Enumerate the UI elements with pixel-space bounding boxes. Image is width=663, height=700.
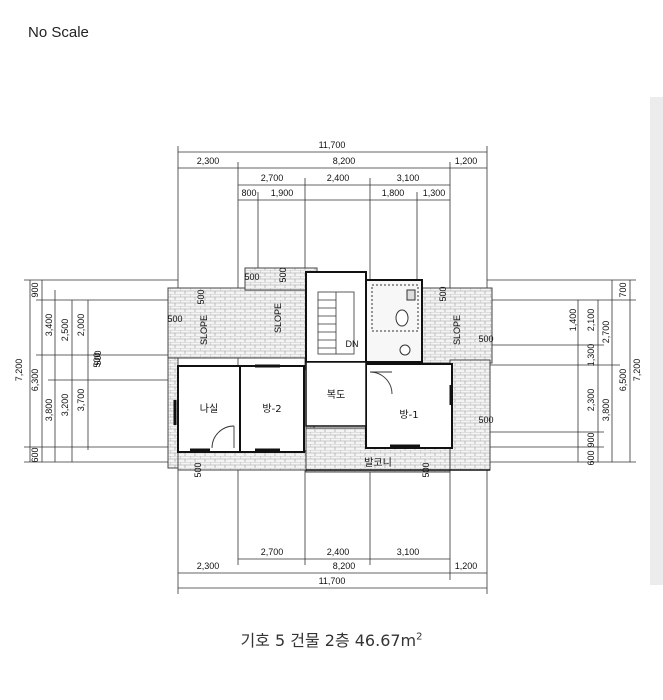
dim-bot-2400: 2,400 — [327, 547, 350, 557]
scale-note: No Scale — [28, 24, 89, 41]
floor-plan-drawing: 나실 방-2 복도 방-1 발코니 DN SLOPE SLOPE SLOPE 1… — [14, 140, 642, 594]
dim-bot-8200: 8,200 — [333, 561, 356, 571]
dim-top-3100: 3,100 — [397, 173, 420, 183]
room-label-naesil: 나실 — [200, 403, 218, 415]
dim-500-e: 500 — [438, 286, 448, 301]
room-label-bang1: 방-1 — [399, 409, 418, 421]
dim-500-i: 500 — [421, 462, 431, 477]
dim-right-1300: 1,300 — [586, 344, 596, 367]
dim-top-800: 800 — [241, 188, 256, 198]
dim-top-2300: 2,300 — [197, 156, 220, 166]
dim-right-2700: 2,700 — [601, 321, 611, 344]
dim-500-f: 500 — [478, 334, 493, 344]
stair-dn-label: DN — [346, 339, 359, 349]
slope-label-3: SLOPE — [452, 315, 462, 345]
dim-top-2400: 2,400 — [327, 173, 350, 183]
dim-500-h: 500 — [193, 462, 203, 477]
dim-500-a: 500 — [167, 314, 182, 324]
dim-left-600: 600 — [30, 447, 40, 462]
dim-left-3700: 3,700 — [76, 389, 86, 412]
slope-label-1: SLOPE — [199, 315, 209, 345]
dim-right-600: 600 — [586, 450, 596, 465]
stair — [317, 291, 355, 355]
dim-right-1400: 1,400 — [568, 309, 578, 332]
dim-500-j: 500 — [93, 350, 103, 365]
dim-top-1200: 1,200 — [455, 156, 478, 166]
dim-right-700: 700 — [618, 282, 628, 297]
dim-right-900: 900 — [586, 432, 596, 447]
caption-main: 기호 5 건물 2층 46.67m — [240, 631, 417, 650]
dim-right-7200: 7,200 — [632, 359, 642, 382]
dim-left-2500: 2,500 — [60, 319, 70, 342]
dim-left-3200: 3,200 — [60, 394, 70, 417]
dim-top-2700: 2,700 — [261, 173, 284, 183]
dim-left-900: 900 — [30, 282, 40, 297]
dim-bot-total: 11,700 — [319, 576, 346, 586]
bathroom-fixtures — [371, 284, 419, 356]
roof-slope-areas — [167, 267, 493, 473]
dim-left-6300: 6,300 — [30, 369, 40, 392]
dim-top-1800: 1,800 — [382, 188, 405, 198]
room-label-bang2: 방-2 — [262, 403, 281, 415]
walls — [177, 271, 453, 453]
caption-sup: 2 — [416, 631, 423, 643]
dim-right-2100: 2,100 — [586, 309, 596, 332]
windows — [173, 364, 453, 452]
doors — [211, 371, 393, 449]
drawing-caption: 기호 5 건물 2층 46.67m2 — [0, 627, 663, 651]
dim-right-6500: 6,500 — [618, 369, 628, 392]
dim-left-3800: 3,800 — [44, 399, 54, 422]
dim-bot-2700: 2,700 — [261, 547, 284, 557]
room-label-balcony: 발코니 — [364, 457, 392, 469]
dim-left-2000: 2,000 — [76, 314, 86, 337]
room-label-bokdo: 복도 — [327, 389, 345, 401]
dim-top-1300: 1,300 — [423, 188, 446, 198]
dim-bot-3100: 3,100 — [397, 547, 420, 557]
dim-left-500: 500 — [92, 352, 102, 367]
page-edge-strip — [650, 97, 663, 585]
dim-top-total: 11,700 — [319, 140, 346, 150]
dim-right-2300: 2,300 — [586, 389, 596, 412]
dim-500-c: 500 — [244, 272, 259, 282]
dim-bot-1200: 1,200 — [455, 561, 478, 571]
dim-500-b: 500 — [196, 289, 206, 304]
dim-left-7200: 7,200 — [14, 359, 24, 382]
dim-right-3800: 3,800 — [601, 399, 611, 422]
dim-top-1900: 1,900 — [271, 188, 294, 198]
corridor-outline — [305, 361, 367, 427]
slope-label-2: SLOPE — [273, 303, 283, 333]
dim-500-d: 500 — [278, 267, 288, 282]
dim-500-g: 500 — [478, 415, 493, 425]
dim-top-8200: 8,200 — [333, 156, 356, 166]
dim-left-3400: 3,400 — [44, 314, 54, 337]
dim-bot-2300: 2,300 — [197, 561, 220, 571]
